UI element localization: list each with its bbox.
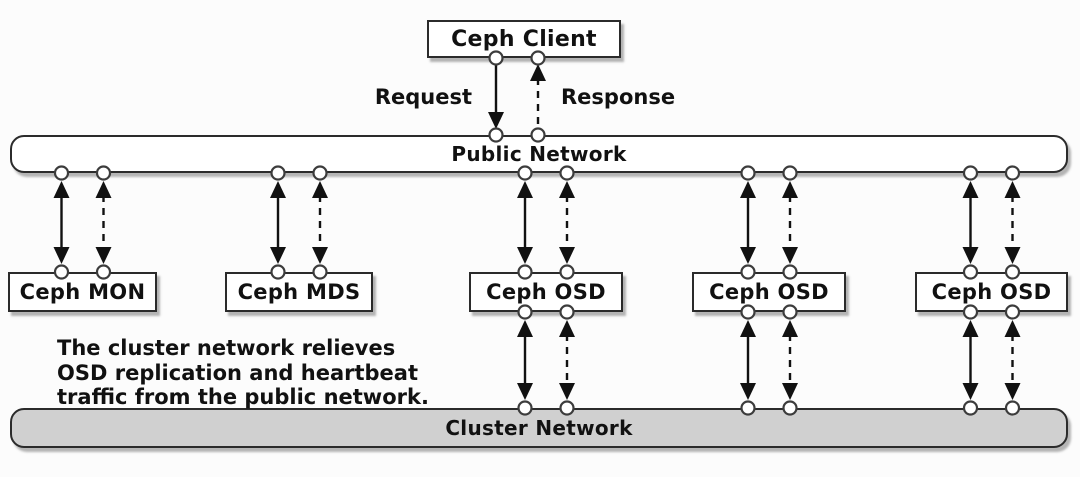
link-public-mds-solid bbox=[270, 181, 286, 264]
link-public-osd1-solid-head bbox=[517, 247, 533, 264]
request-arrow-label: Request bbox=[374, 85, 472, 109]
link-public-osd3-solid bbox=[962, 181, 979, 264]
link-osd2-cluster-solid bbox=[740, 320, 756, 400]
link-request bbox=[488, 65, 504, 129]
link-request-head bbox=[488, 112, 504, 129]
link-public-osd3-dashed bbox=[1004, 181, 1021, 264]
link-osd2-cluster-solid-head bbox=[740, 320, 756, 337]
link-public-osd3-solid-head bbox=[962, 181, 979, 198]
response-arrow-label: Response bbox=[561, 85, 676, 109]
node-ceph-osd-1: Ceph OSD bbox=[469, 272, 623, 312]
link-osd1-cluster-dashed bbox=[559, 320, 575, 400]
node-ceph-mon: Ceph MON bbox=[8, 272, 157, 312]
link-public-mds-dashed bbox=[312, 181, 328, 264]
link-public-osd1-solid-head bbox=[517, 181, 533, 198]
link-response bbox=[530, 64, 546, 128]
link-osd3-cluster-dashed bbox=[1004, 320, 1021, 400]
node-ceph-osd-2: Ceph OSD bbox=[692, 272, 846, 312]
node-ceph-mds: Ceph MDS bbox=[225, 272, 373, 312]
link-public-osd1-dashed-head bbox=[559, 181, 575, 198]
link-public-mds-solid-head bbox=[270, 181, 286, 198]
link-osd1-cluster-dashed-head bbox=[559, 383, 575, 400]
link-osd3-cluster-dashed-head bbox=[1004, 383, 1021, 400]
link-osd2-cluster-dashed-head bbox=[782, 383, 798, 400]
link-public-mds-solid-head bbox=[270, 247, 286, 264]
cluster-network-caption: The cluster network relieves OSD replica… bbox=[57, 336, 429, 410]
link-osd1-cluster-dashed-head bbox=[559, 320, 575, 337]
link-public-mon-dashed-head bbox=[95, 247, 112, 264]
link-public-mds-dashed-head bbox=[312, 247, 328, 264]
link-public-mon-dashed-head bbox=[95, 181, 112, 198]
link-public-osd3-dashed-head bbox=[1004, 181, 1021, 198]
link-osd3-cluster-solid-head bbox=[962, 320, 979, 337]
caption-line-1: The cluster network relieves bbox=[57, 336, 396, 360]
link-public-osd2-dashed bbox=[782, 181, 798, 264]
link-osd2-cluster-solid-head bbox=[740, 383, 756, 400]
node-ceph-client: Ceph Client bbox=[427, 20, 621, 58]
link-public-mon-solid bbox=[53, 181, 70, 264]
link-osd3-cluster-solid bbox=[962, 320, 979, 400]
link-osd2-cluster-dashed bbox=[782, 320, 798, 400]
link-osd3-cluster-solid-head bbox=[962, 383, 979, 400]
link-osd3-cluster-dashed-head bbox=[1004, 320, 1021, 337]
link-public-osd1-solid bbox=[517, 181, 533, 264]
link-public-mon-solid-head bbox=[53, 181, 70, 198]
link-public-mon-dashed bbox=[95, 181, 112, 264]
link-public-osd2-solid-head bbox=[740, 181, 756, 198]
link-public-mds-dashed-head bbox=[312, 181, 328, 198]
link-osd1-cluster-solid-head bbox=[517, 383, 533, 400]
caption-line-3: traffic from the public network. bbox=[57, 385, 429, 409]
link-public-mon-solid-head bbox=[53, 247, 70, 264]
link-public-osd3-dashed-head bbox=[1004, 247, 1021, 264]
link-public-osd3-solid-head bbox=[962, 247, 979, 264]
link-public-osd2-dashed-head bbox=[782, 181, 798, 198]
caption-line-2: OSD replication and heartbeat bbox=[57, 360, 418, 385]
node-ceph-osd-3: Ceph OSD bbox=[915, 272, 1068, 312]
link-public-osd2-solid bbox=[740, 181, 756, 264]
link-public-osd1-dashed-head bbox=[559, 247, 575, 264]
node-public-network: Public Network bbox=[10, 135, 1068, 173]
link-osd1-cluster-solid bbox=[517, 320, 533, 400]
link-osd2-cluster-dashed-head bbox=[782, 320, 798, 337]
node-cluster-network: Cluster Network bbox=[10, 408, 1068, 448]
link-public-osd2-solid-head bbox=[740, 247, 756, 264]
link-public-osd1-dashed bbox=[559, 181, 575, 264]
link-public-osd2-dashed-head bbox=[782, 247, 798, 264]
link-response-head bbox=[530, 64, 546, 81]
link-osd1-cluster-solid-head bbox=[517, 320, 533, 337]
